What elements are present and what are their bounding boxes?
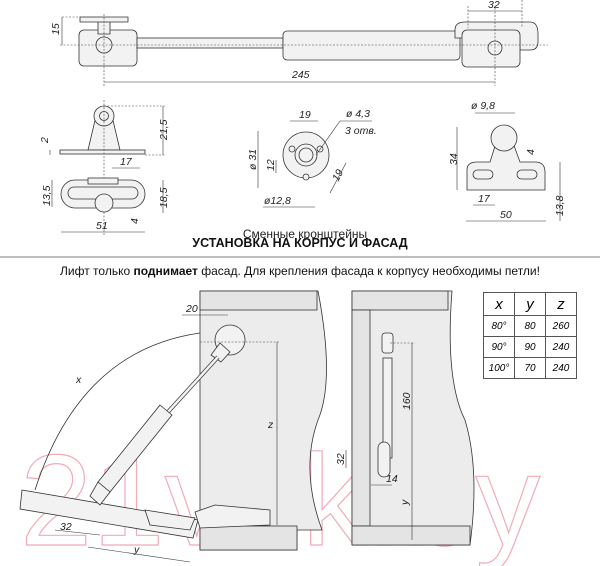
dim-length: 245: [291, 69, 310, 81]
dimension-table: x y z 80° 80 260 90° 90 240 100° 70 240: [483, 292, 577, 379]
dim-bracket3-base-height: 13,8: [554, 195, 566, 216]
dim-bracket3-slot: 4: [525, 149, 537, 155]
dim-bracket2-offset: 12: [265, 159, 277, 171]
table-header: y: [514, 292, 546, 316]
table-row: 100° 70 240: [483, 357, 577, 379]
table-header: x: [483, 292, 515, 316]
installation-note: Лифт только поднимает фасад. Для креплен…: [0, 264, 600, 278]
note-bold: поднимает: [133, 264, 198, 278]
dim-bracket1-width-b: 18,5: [158, 187, 170, 208]
dim-bracket2-hole-dia: ø 4,3: [346, 108, 370, 120]
bracket-1-drawing: 21,5 2 17 13,5 18,5 51 4: [39, 100, 170, 235]
dim-bracket1-height: 21,5: [158, 119, 170, 141]
table-header: z: [545, 292, 577, 316]
dim-bracket2-inner-dia: ø12,8: [264, 195, 291, 207]
dim-bracket3-knob-dia: ø 9,8: [471, 100, 495, 112]
table-row: 80° 80 260: [483, 315, 577, 337]
dim-bracket1-slot: 4: [129, 218, 141, 224]
dim-bracket2-spacing-diag: 19: [330, 167, 346, 183]
angle-arc: [34, 332, 201, 491]
table-cell: 90: [514, 336, 546, 358]
dim-offset-20: 20: [185, 303, 198, 315]
table-cell: 240: [545, 336, 577, 358]
dim-x: x: [75, 374, 82, 386]
dim-bracket1-thickness: 2: [39, 137, 51, 144]
dim-bracket2-spacing-top: 19: [299, 109, 311, 121]
dim-height: 15: [50, 23, 62, 35]
table-cell: 70: [514, 357, 546, 379]
table-header-row: x y z: [483, 292, 577, 316]
note-post: фасад. Для крепления фасада к корпусу не…: [197, 264, 540, 278]
bracket-2-drawing: 19 ø 4,3 3 отв. ø 31 12 19 ø12,8 Сменные…: [243, 108, 377, 241]
install-side-drawing: z 20 x 32 y: [19, 290, 327, 563]
install-front-drawing: 160 32 14 y: [335, 290, 475, 546]
dim-bracket3-height: 34: [448, 153, 460, 165]
dim-front-y: y: [399, 499, 411, 506]
table-cell: 240: [545, 357, 577, 379]
dim-end-width: 32: [488, 0, 500, 11]
dim-14: 14: [386, 473, 398, 485]
section-heading: УСТАНОВКА НА КОРПУС И ФАСАД: [192, 236, 408, 250]
dim-bracket2-outer-dia: ø 31: [247, 149, 259, 170]
dim-y: y: [133, 544, 140, 556]
dim-bracket3-slot-spacing: 17: [478, 193, 491, 205]
dim-z: z: [267, 419, 274, 431]
table-cell: 80: [514, 315, 546, 337]
gas-spring-drawing: 245 32 15: [50, 0, 548, 86]
table-cell: 80°: [483, 315, 515, 337]
dim-bracket2-holes-count: 3 отв.: [345, 125, 377, 137]
brackets-caption: Сменные кронштейны: [243, 227, 367, 241]
dim-bracket1-slot-spacing: 17: [120, 156, 133, 168]
dim-bracket3-length: 50: [500, 209, 512, 221]
table-row: 90° 90 240: [483, 336, 577, 358]
dim-160: 160: [401, 392, 413, 410]
table-cell: 260: [545, 315, 577, 337]
dim-hole-spacing: 32: [60, 521, 72, 533]
note-pre: Лифт только: [60, 264, 134, 278]
bracket-3-drawing: ø 9,8 34 4 17 50 13,8: [448, 100, 566, 222]
dim-bracket1-length: 51: [96, 220, 108, 232]
dim-front-hole-spacing: 32: [335, 453, 347, 465]
table-cell: 90°: [483, 336, 515, 358]
dim-bracket1-width-a: 13,5: [41, 185, 53, 206]
table-cell: 100°: [483, 357, 515, 379]
